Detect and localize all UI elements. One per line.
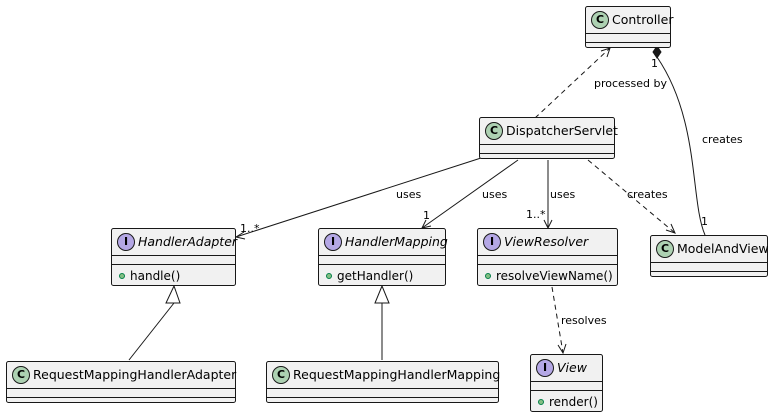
class-badge-icon: C [272, 366, 290, 384]
method-row: resolveViewName() [478, 264, 617, 287]
multiplicity-controller: 1 [651, 57, 658, 70]
edge-resolves [551, 286, 567, 355]
interface-name: HandlerAdapter [138, 234, 238, 249]
edge-uses-adapter [234, 157, 482, 240]
interface-badge-icon: I [117, 233, 135, 251]
multiplicity-mapping: 1 [423, 209, 430, 222]
class-model-and-view[interactable]: C ModelAndView [650, 235, 769, 277]
interface-handler-adapter[interactable]: I HandlerAdapter handle() [111, 228, 238, 287]
interface-view-resolver[interactable]: I ViewResolver resolveViewName() [477, 228, 618, 286]
method-row: render() [531, 390, 602, 413]
public-method-icon [119, 273, 125, 279]
edge-processed-by [534, 47, 611, 119]
edge-label-uses-adapter: uses [396, 188, 421, 201]
class-controller[interactable]: C Controller [585, 6, 674, 48]
interface-name: HandlerMapping [345, 234, 448, 249]
edge-label-processed-by: processed by [594, 77, 667, 90]
public-method-icon [485, 273, 491, 279]
method-row: handle() [112, 264, 235, 287]
interface-view[interactable]: I View render() [530, 354, 603, 412]
interface-badge-icon: I [536, 359, 554, 377]
class-request-mapping-handler-mapping[interactable]: C RequestMappingHandlerMapping [266, 361, 501, 403]
method-row: getHandler() [319, 264, 445, 287]
interface-badge-icon: I [483, 233, 501, 251]
method-name: resolveViewName() [496, 269, 613, 283]
multiplicity-resolver: 1..* [526, 208, 546, 221]
edge-extends-mapping [374, 284, 390, 360]
edge-label-creates-dependency: creates [627, 188, 668, 201]
class-badge-icon: C [485, 122, 503, 140]
interface-badge-icon: I [324, 233, 342, 251]
class-badge-icon: C [12, 366, 30, 384]
public-method-icon [538, 399, 544, 405]
method-name: handle() [130, 269, 181, 283]
interface-name: ViewResolver [504, 234, 589, 249]
class-dispatcher-servlet[interactable]: C DispatcherServlet [479, 117, 618, 159]
edge-label-uses-resolver: uses [550, 188, 575, 201]
edge-creates-dependency [587, 159, 676, 234]
interface-name: View [557, 360, 587, 375]
class-name: RequestMappingHandlerMapping [293, 367, 501, 382]
multiplicity-adapter: 1..* [240, 222, 260, 235]
class-request-mapping-handler-adapter[interactable]: C RequestMappingHandlerAdapter [6, 361, 236, 403]
class-name: RequestMappingHandlerAdapter [33, 367, 237, 382]
edge-extends-adapter [128, 284, 181, 361]
public-method-icon [326, 273, 332, 279]
edge-composition-creates [652, 45, 706, 236]
class-name: DispatcherServlet [506, 123, 618, 138]
interface-handler-mapping[interactable]: I HandlerMapping getHandler() [318, 228, 448, 287]
edge-label-uses-mapping: uses [482, 188, 507, 201]
class-badge-icon: C [591, 11, 609, 29]
edge-label-resolves: resolves [561, 314, 607, 327]
class-name: Controller [612, 12, 674, 27]
method-name: getHandler() [337, 269, 414, 283]
method-name: render() [549, 395, 598, 409]
multiplicity-mav: 1 [701, 215, 708, 228]
edge-label-creates-composition: creates [702, 133, 743, 146]
class-badge-icon: C [656, 240, 674, 258]
class-name: ModelAndView [677, 241, 769, 256]
